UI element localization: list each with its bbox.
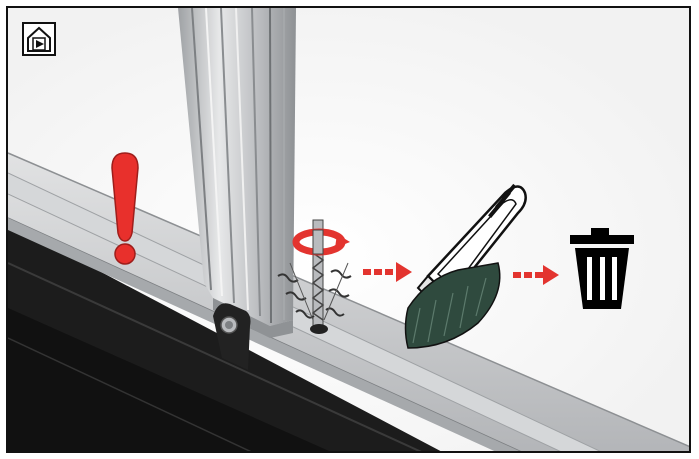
inside-house-icon-graphic bbox=[24, 24, 54, 54]
inside-house-icon bbox=[22, 22, 56, 56]
illustration-frame bbox=[6, 6, 691, 453]
assembly-illustration bbox=[8, 8, 691, 453]
